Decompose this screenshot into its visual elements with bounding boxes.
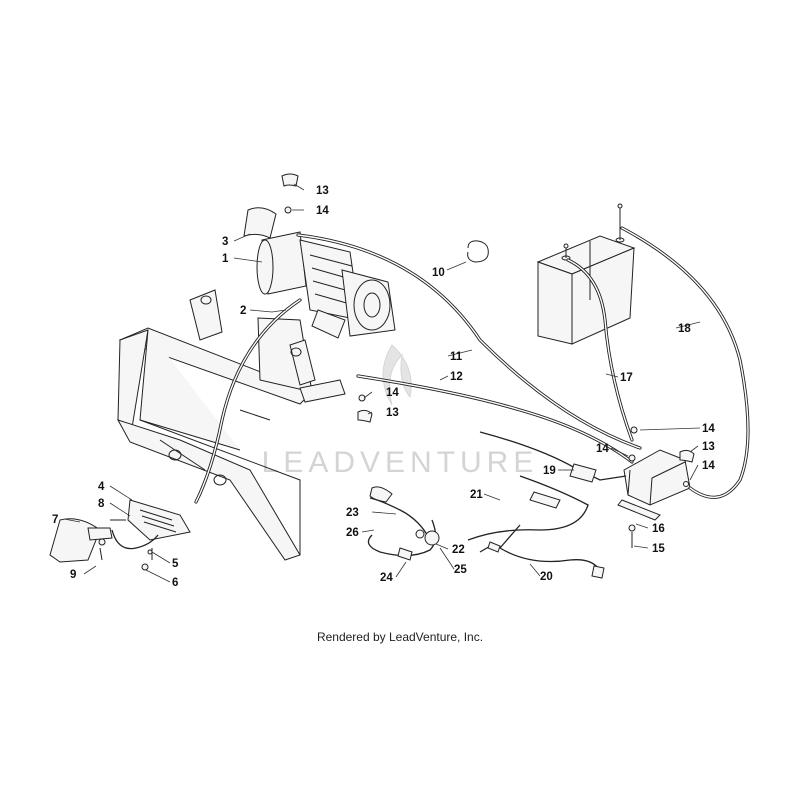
mount-frame <box>116 289 346 561</box>
callout-13[interactable]: 13 <box>386 407 399 419</box>
callout-24[interactable]: 24 <box>380 572 393 584</box>
callout-1[interactable]: 1 <box>222 253 229 265</box>
callout-25[interactable]: 25 <box>454 564 467 576</box>
terminal-cap-top <box>281 173 299 187</box>
callout-26[interactable]: 26 <box>346 527 359 539</box>
callout-10[interactable]: 10 <box>432 267 445 279</box>
callout-14[interactable]: 14 <box>702 423 715 435</box>
callouts: 13 14 3 1 2 10 18 11 12 17 14 13 14 14 1… <box>52 185 715 589</box>
leader-lines <box>63 183 701 583</box>
callout-12[interactable]: 12 <box>450 371 463 383</box>
watermark-text: LEADVENTURE <box>262 446 539 479</box>
callout-19[interactable]: 19 <box>543 465 556 477</box>
nut-top <box>284 206 292 214</box>
callout-21[interactable]: 21 <box>470 489 483 501</box>
credit-text: Rendered by LeadVenture, Inc. <box>316 630 484 644</box>
callout-17[interactable]: 17 <box>620 372 633 384</box>
callout-16[interactable]: 16 <box>652 523 665 535</box>
callout-2[interactable]: 2 <box>240 305 246 317</box>
callout-7[interactable]: 7 <box>52 514 58 526</box>
callout-14[interactable]: 14 <box>316 205 329 217</box>
callout-8[interactable]: 8 <box>98 498 105 510</box>
callout-14[interactable]: 14 <box>386 387 399 399</box>
callout-5[interactable]: 5 <box>172 558 179 570</box>
winch-assembly <box>243 173 396 339</box>
callout-14[interactable]: 14 <box>596 443 609 455</box>
snap-ring <box>467 240 489 263</box>
callout-3[interactable]: 3 <box>222 236 228 248</box>
handlebar-switch <box>49 499 191 571</box>
winch-cover <box>243 207 277 239</box>
callout-23[interactable]: 23 <box>346 507 359 519</box>
flame-icon <box>382 344 412 406</box>
callout-6[interactable]: 6 <box>172 577 178 589</box>
wiring-harness <box>367 431 627 579</box>
callout-4[interactable]: 4 <box>98 481 105 493</box>
callout-20[interactable]: 20 <box>540 571 553 583</box>
callout-18[interactable]: 18 <box>678 323 691 335</box>
fasteners <box>357 203 695 487</box>
callout-13[interactable]: 13 <box>316 185 329 197</box>
watermark: LEADVENTURE <box>262 344 539 479</box>
callout-14[interactable]: 14 <box>702 460 715 472</box>
battery <box>536 206 636 345</box>
callout-22[interactable]: 22 <box>452 544 465 556</box>
callout-11[interactable]: 11 <box>450 351 463 363</box>
callout-13[interactable]: 13 <box>702 441 715 453</box>
callout-9[interactable]: 9 <box>70 569 76 581</box>
cables <box>194 226 750 504</box>
callout-15[interactable]: 15 <box>652 543 665 555</box>
